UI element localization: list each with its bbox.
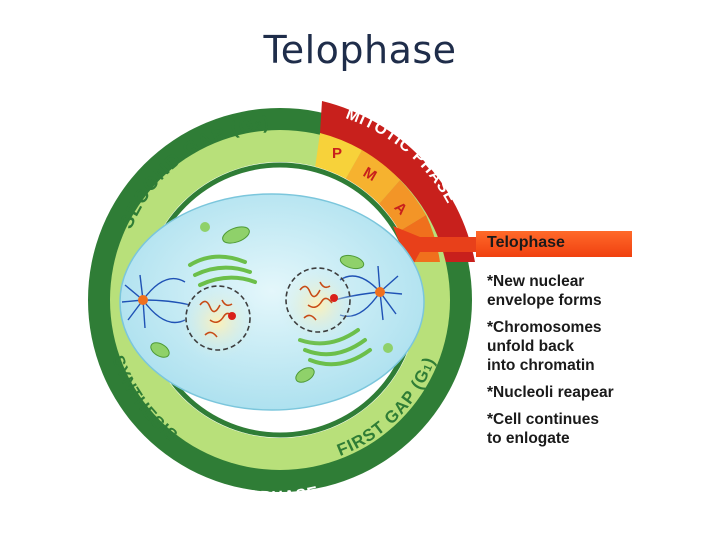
dividing-cell — [119, 193, 425, 411]
nucleolus-right — [330, 294, 338, 302]
mitotic-band — [320, 101, 475, 262]
label-phase-p: P — [332, 145, 342, 162]
mitochondria — [150, 226, 365, 383]
prophase-segment — [315, 133, 362, 180]
note-elongate: *Cell continues to enlogate — [487, 411, 599, 447]
metaphase-segment — [345, 150, 400, 205]
nucleolus-left — [228, 312, 236, 320]
vesicle — [200, 222, 210, 232]
nucleus-left — [185, 285, 251, 351]
note-envelope: *New nuclear envelope forms — [487, 273, 602, 309]
vesicle — [383, 343, 393, 353]
note-chromosomes: *Chromosomes unfold back into chromatin — [487, 319, 602, 374]
centrosomes — [138, 287, 385, 305]
telophase-banner — [476, 231, 632, 257]
slide-title: Telophase — [263, 28, 457, 72]
telophase-pointer — [393, 226, 476, 270]
chromatin-right — [299, 281, 333, 321]
telophase-notes: *New nuclear envelope forms *Chromosomes… — [487, 272, 717, 456]
note-nucleoli: *Nucleoli reapear — [487, 384, 614, 401]
telophase-heading: Telophase — [487, 234, 565, 251]
nucleus-right — [285, 267, 351, 333]
